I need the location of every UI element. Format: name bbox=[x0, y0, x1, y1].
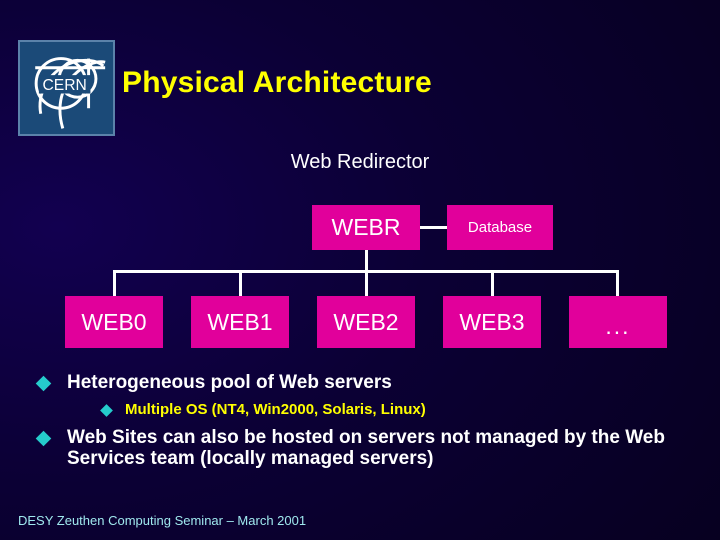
connector-webr-database bbox=[420, 226, 447, 229]
cern-logo-text: CERN bbox=[43, 77, 87, 94]
connector-drop-more bbox=[616, 270, 619, 297]
node-more-label: ... bbox=[605, 312, 631, 339]
diamond-bullet-icon bbox=[100, 403, 113, 417]
list-item: Multiple OS (NT4, Win2000, Solaris, Linu… bbox=[100, 400, 720, 418]
slide-footer: DESY Zeuthen Computing Seminar – March 2… bbox=[18, 513, 307, 528]
list-item-label: Multiple OS (NT4, Win2000, Solaris, Linu… bbox=[125, 400, 426, 418]
node-web0[interactable]: WEB0 bbox=[65, 296, 163, 348]
diamond-bullet-icon bbox=[35, 375, 52, 392]
connector-webr-bus bbox=[365, 250, 368, 273]
page-title: Physical Architecture bbox=[122, 66, 432, 99]
diagram-caption: Web Redirector bbox=[290, 151, 430, 173]
list-item-label: Web Sites can also be hosted on servers … bbox=[67, 426, 665, 470]
connector-drop-web2 bbox=[365, 270, 368, 297]
node-webr[interactable]: WEBR bbox=[312, 205, 420, 250]
node-web1[interactable]: WEB1 bbox=[191, 296, 289, 348]
node-web3[interactable]: WEB3 bbox=[443, 296, 541, 348]
bullet-list: Heterogeneous pool of Web servers Multip… bbox=[0, 372, 720, 477]
list-item: Web Sites can also be hosted on servers … bbox=[35, 426, 720, 470]
connector-drop-web0 bbox=[113, 270, 116, 297]
cern-logo: CERN bbox=[18, 40, 115, 136]
list-item: Heterogeneous pool of Web servers bbox=[35, 372, 720, 394]
node-web2[interactable]: WEB2 bbox=[317, 296, 415, 348]
diamond-bullet-icon bbox=[35, 430, 52, 447]
node-database[interactable]: Database bbox=[447, 205, 553, 250]
node-more-servers[interactable]: ... bbox=[569, 296, 667, 348]
architecture-diagram: Web Redirector WEBR Database WEB0 WEB1 W… bbox=[65, 151, 667, 348]
list-item-label: Heterogeneous pool of Web servers bbox=[67, 372, 392, 393]
connector-drop-web1 bbox=[239, 270, 242, 297]
connector-drop-web3 bbox=[491, 270, 494, 297]
